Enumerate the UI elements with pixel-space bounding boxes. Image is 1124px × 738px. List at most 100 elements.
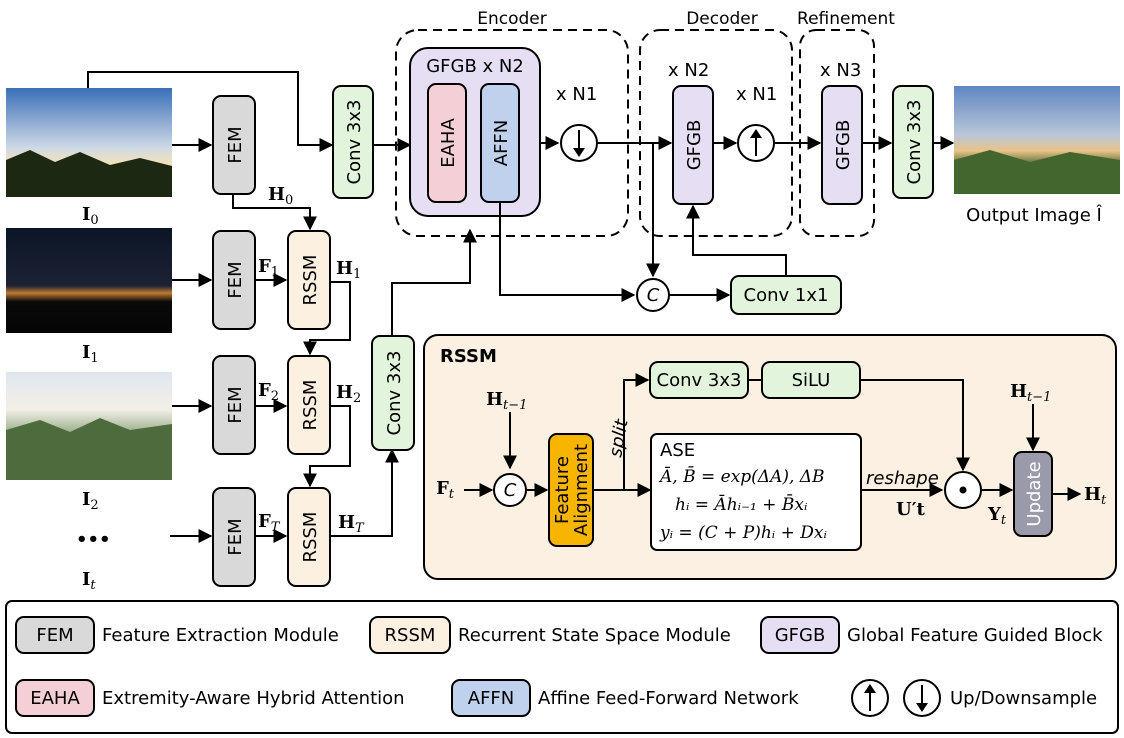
- svg-text:Conv 3x3: Conv 3x3: [344, 100, 365, 185]
- svg-text:FEM: FEM: [225, 126, 246, 163]
- label-h-prev-left: Ht−1: [486, 389, 527, 413]
- input-image-2-trees: [6, 418, 172, 480]
- image-label-t: It: [82, 569, 96, 593]
- legend-panel: [5, 600, 1119, 734]
- repeat-n1-decoder: x N1: [736, 84, 777, 105]
- rssm-block-2: RSSM: [287, 355, 331, 455]
- svg-text:hᵢ = Āhᵢ₋₁ + B̄xᵢ: hᵢ = Āhᵢ₋₁ + B̄xᵢ: [675, 493, 807, 515]
- wire-conv1-decoder: [686, 204, 787, 276]
- wire-affn-concat: [499, 202, 636, 302]
- conv3x3-state: Conv 3x3: [371, 335, 415, 451]
- svg-text:ASE: ASE: [660, 440, 695, 461]
- output-label: Output Image Î: [966, 204, 1102, 226]
- svg-text:Ā, B̄ = exp(ΔA), ΔB: Ā, B̄ = exp(ΔA), ΔB: [658, 465, 825, 487]
- svg-text:yᵢ = (C + P)hᵢ + Dxᵢ: yᵢ = (C + P)hᵢ + Dxᵢ: [659, 523, 827, 543]
- rssm-concat-label: C: [504, 480, 517, 501]
- encoder-region: [395, 29, 629, 237]
- repeat-n1-encoder: x N1: [556, 84, 597, 105]
- fem-block-0: FEM: [212, 95, 256, 195]
- label-f1: F1: [258, 256, 279, 280]
- svg-text:AFFN: AFFN: [468, 688, 515, 709]
- multiply-dot: [959, 486, 967, 494]
- rssm-conv3x3: Conv 3x3: [649, 361, 749, 399]
- svg-text:AFFN: AFFN: [491, 120, 512, 167]
- encoder-title: Encoder: [477, 9, 547, 29]
- y-t-label: Yt: [987, 504, 1007, 528]
- output-image-hills: [954, 150, 1120, 194]
- conv3x3-output: Conv 3x3: [892, 85, 934, 199]
- legend-updown-text: Up/Downsample: [950, 688, 1097, 709]
- svg-text:FEM: FEM: [225, 261, 246, 298]
- svg-text:GFGB: GFGB: [833, 120, 854, 171]
- gfgb-refinement: GFGB: [821, 85, 863, 205]
- update-block: Update: [1013, 451, 1053, 537]
- gfgb-decoder: GFGB: [672, 85, 714, 205]
- svg-text:RSSM: RSSM: [300, 512, 321, 563]
- image-label-1: I1: [82, 342, 99, 366]
- decoder-region: [639, 29, 793, 237]
- image-label-2: I2: [82, 489, 99, 513]
- label-ht-big: HT: [338, 512, 365, 536]
- ase-block: ASE Ā, B̄ = exp(ΔA), ΔB hᵢ = Āhᵢ₋₁ + B̄x…: [650, 433, 862, 551]
- legend-rssm: RSSM Recurrent State Space Module: [369, 616, 731, 654]
- svg-text:Feature Extraction Module: Feature Extraction Module: [102, 625, 339, 646]
- decoder-title: Decoder: [686, 9, 758, 29]
- svg-text:Conv 1x1: Conv 1x1: [744, 285, 829, 306]
- svg-text:Conv 3x3: Conv 3x3: [384, 351, 405, 436]
- svg-text:Extremity-Aware Hybrid Attenti: Extremity-Aware Hybrid Attention: [102, 688, 405, 709]
- fem-block-2: FEM: [212, 355, 256, 455]
- downsample-icon: [560, 124, 598, 162]
- fem-block-t: FEM: [212, 487, 256, 587]
- refinement-region: [799, 29, 875, 237]
- svg-text:Global Feature Guided Block: Global Feature Guided Block: [847, 625, 1103, 646]
- svg-text:GFGB x N2: GFGB x N2: [426, 56, 524, 77]
- svg-text:Recurrent State Space Module: Recurrent State Space Module: [458, 625, 731, 646]
- svg-text:FEM: FEM: [225, 518, 246, 555]
- silu-block: SiLU: [761, 361, 861, 399]
- legend-affn: AFFN Affine Feed-Forward Network: [451, 679, 799, 717]
- ellipsis: •••: [76, 529, 111, 550]
- conv1x1-block: Conv 1x1: [730, 275, 842, 315]
- upsample-icon: [737, 124, 775, 162]
- h-t-label: Ht: [1084, 484, 1107, 508]
- svg-text:SiLU: SiLU: [792, 370, 831, 391]
- u-t-label: U′t: [896, 499, 925, 520]
- svg-text:RSSM: RSSM: [300, 380, 321, 431]
- refinement-title: Refinement: [797, 9, 895, 29]
- wire-silu-mult: [860, 379, 970, 472]
- wire-h1: [303, 281, 351, 356]
- wire-h0: [232, 194, 317, 231]
- svg-text:Conv 3x3: Conv 3x3: [657, 370, 742, 391]
- svg-text:Alignment: Alignment: [571, 444, 592, 536]
- svg-text:RSSM: RSSM: [300, 255, 321, 306]
- wire-ht: [330, 448, 399, 537]
- svg-text:GFGB: GFGB: [775, 625, 826, 646]
- svg-text:Affine Feed-Forward Network: Affine Feed-Forward Network: [538, 688, 799, 709]
- legend-up-icon: [851, 679, 889, 717]
- label-h2: H2: [336, 382, 361, 406]
- svg-text:EAHA: EAHA: [438, 118, 459, 168]
- legend-fem: FEM Feature Extraction Module: [15, 616, 339, 654]
- svg-text:EAHA: EAHA: [30, 688, 80, 709]
- reshape-label: reshape: [866, 468, 939, 489]
- repeat-n2-decoder: x N2: [668, 60, 709, 81]
- wire-skip-top: [87, 71, 334, 152]
- affn-block: AFFN: [480, 83, 520, 203]
- wire-h2: [303, 405, 351, 488]
- concat-label: C: [647, 285, 660, 306]
- svg-text:FEM: FEM: [225, 386, 246, 423]
- image-label-0: I0: [82, 204, 99, 228]
- rssm-block-1: RSSM: [287, 230, 331, 330]
- legend-eaha: EAHA Extremity-Aware Hybrid Attention: [15, 679, 405, 717]
- input-image-0-treeline: [6, 150, 172, 197]
- svg-text:RSSM: RSSM: [385, 625, 436, 646]
- rssm-detail-title: RSSM: [440, 346, 497, 367]
- legend-down-icon: [903, 679, 941, 717]
- legend-gfgb: GFGB Global Feature Guided Block: [760, 616, 1103, 654]
- label-ft-small: FT: [258, 511, 281, 535]
- rssm-block-t: RSSM: [287, 487, 331, 587]
- feature-alignment-block: Feature Alignment: [548, 433, 594, 547]
- label-ft-detail: Ft: [436, 478, 455, 502]
- fem-block-1: FEM: [212, 230, 256, 330]
- svg-text:Update: Update: [1024, 461, 1045, 526]
